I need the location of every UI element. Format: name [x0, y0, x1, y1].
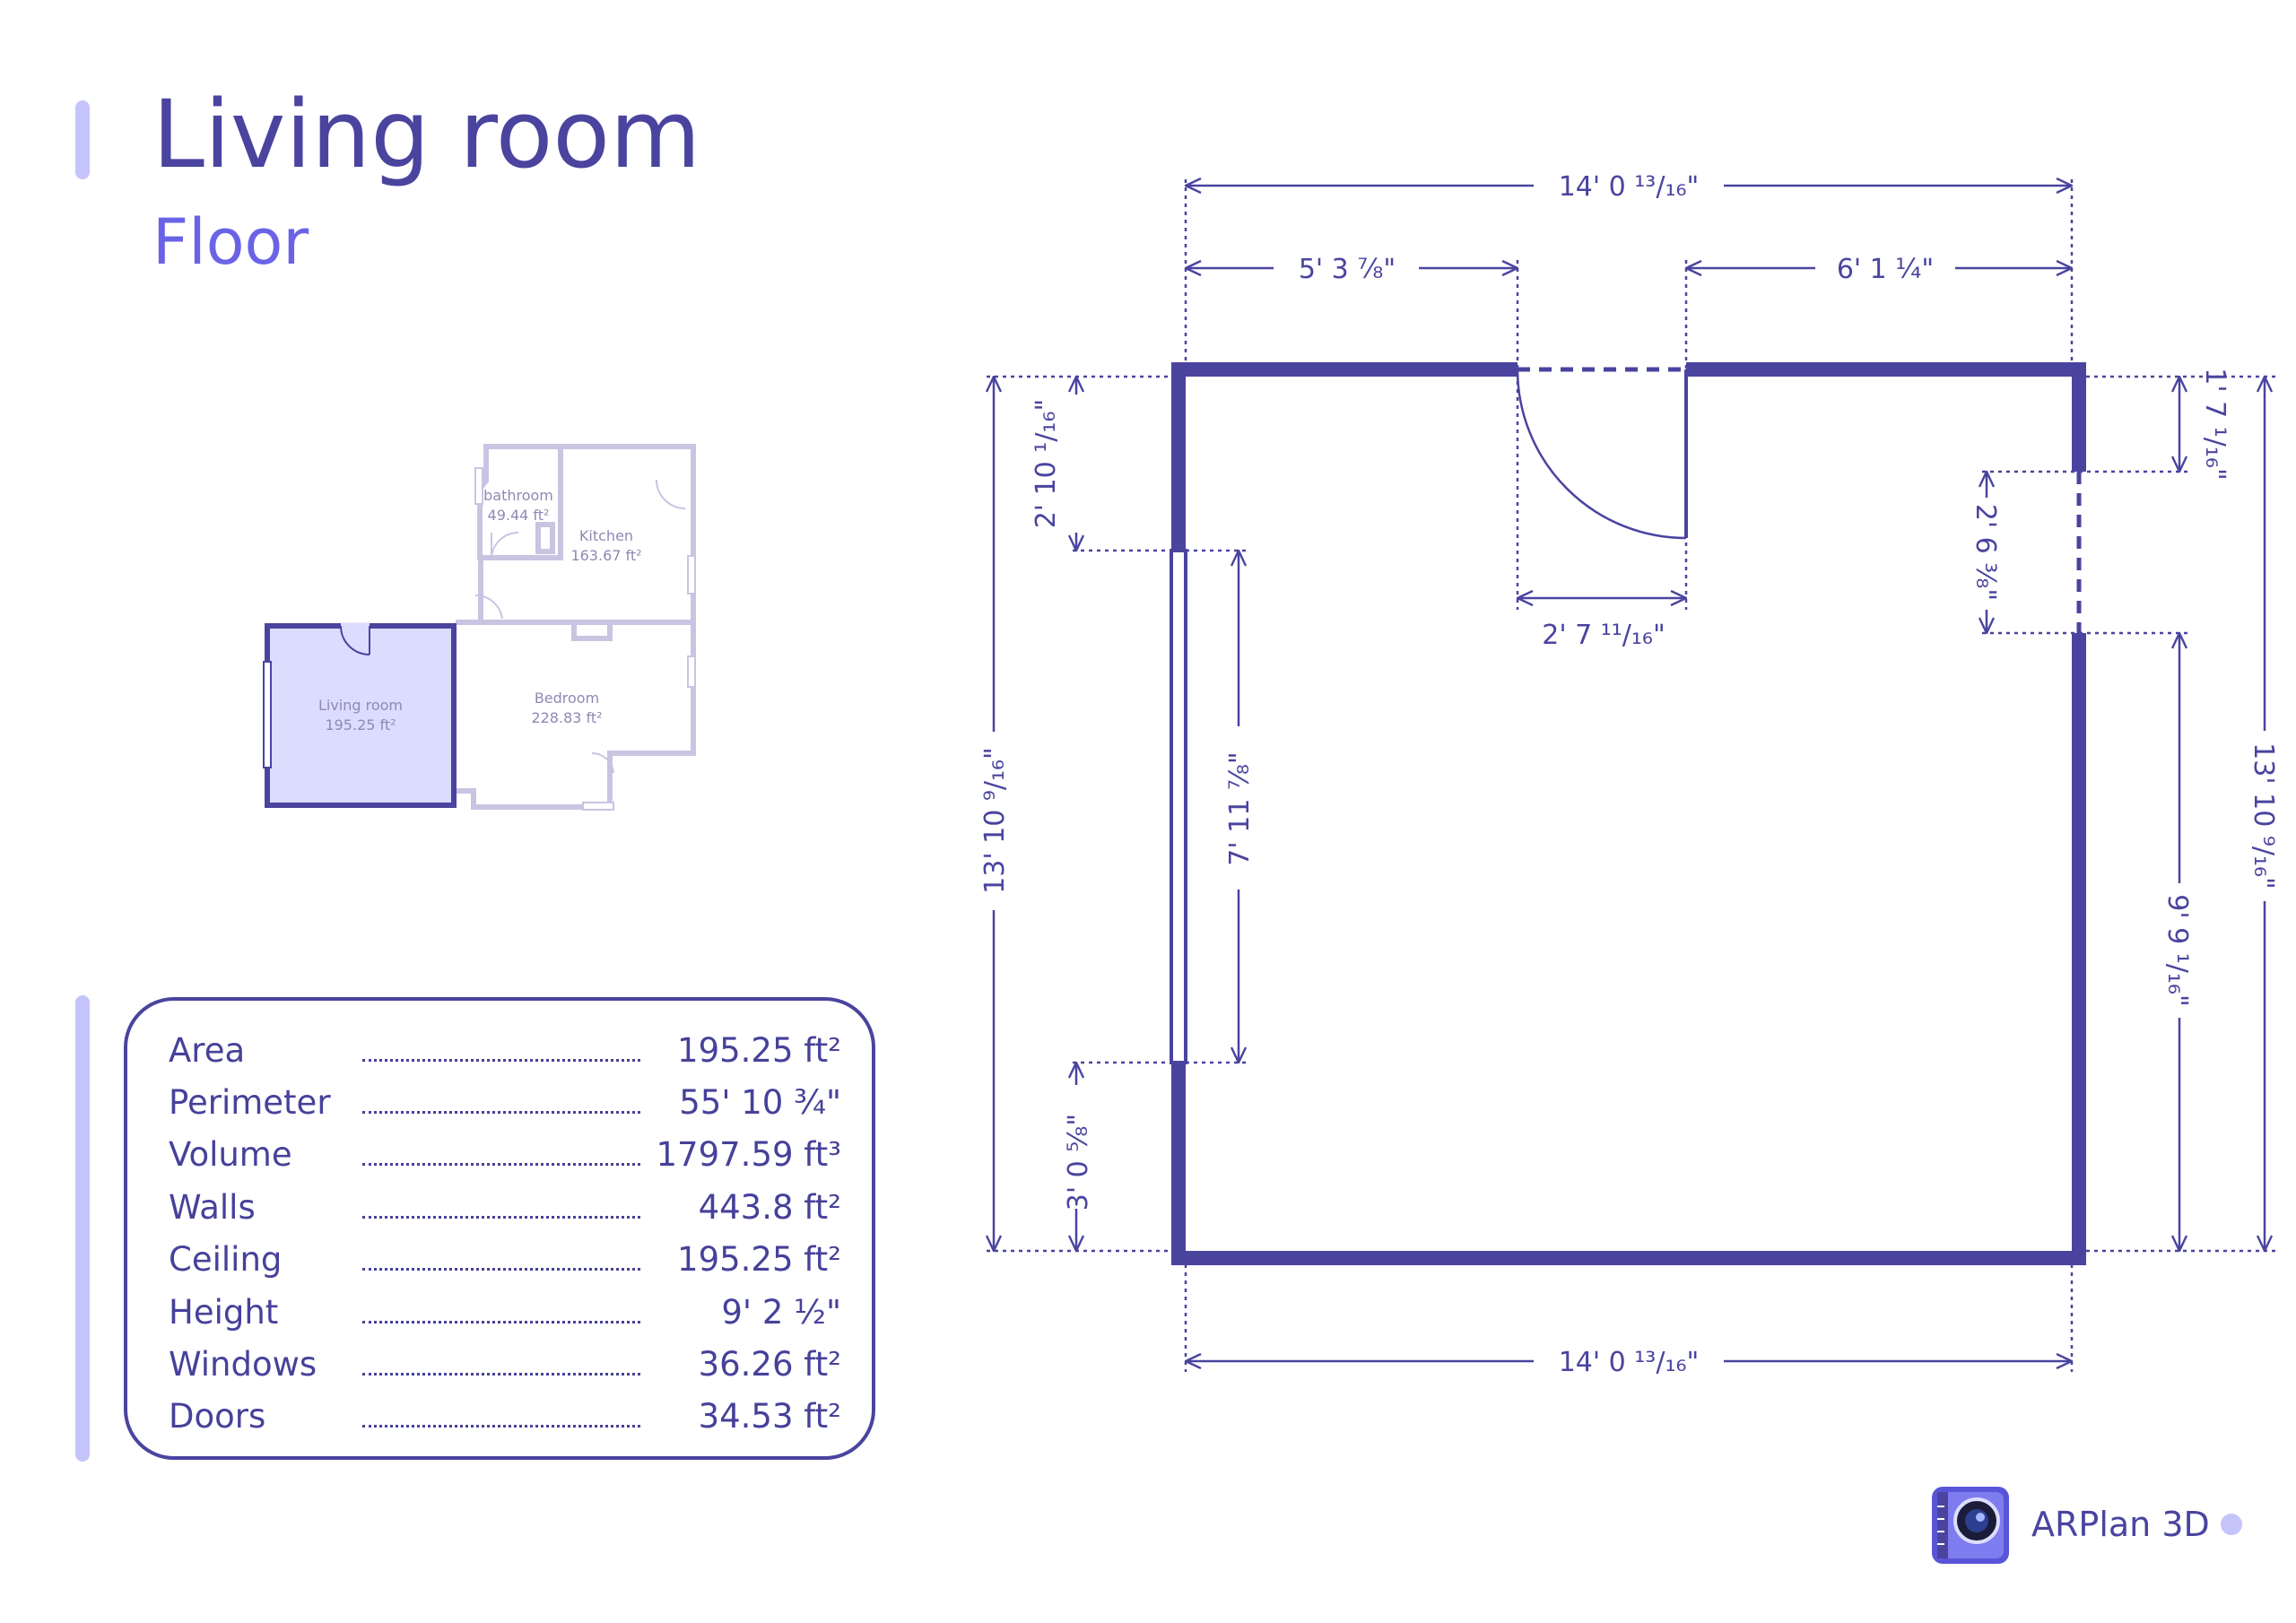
- stat-row-walls: Walls 443.8 ft²: [169, 1181, 841, 1233]
- stat-label: Windows: [169, 1345, 317, 1384]
- page-title: Living room: [152, 80, 701, 189]
- wall: [1171, 362, 1518, 551]
- dimension-label-right-opening: 2' 6 ⅜": [1970, 504, 2001, 601]
- stat-label: Volume: [169, 1135, 292, 1175]
- overview-floorplan: bathroom 49.44 ft² Kitchen 163.67 ft² Li…: [263, 444, 696, 811]
- stat-value: 36.26 ft²: [698, 1345, 841, 1384]
- dimension-label-window-height: 7' 11 ⅞": [1224, 751, 1256, 865]
- overview-room-area: 228.83 ft²: [531, 709, 602, 726]
- stat-leader-dots: [362, 1215, 640, 1219]
- stat-label: Height: [169, 1292, 279, 1332]
- overview-room-area: 195.25 ft²: [325, 716, 396, 733]
- stat-label: Area: [169, 1030, 246, 1070]
- dimension-label-left-top: 2' 10 ¹/₁₆": [1031, 399, 1062, 529]
- stat-label: Perimeter: [169, 1083, 331, 1123]
- dimension-label-right-total: 13' 10 ⁹/₁₆": [2248, 742, 2279, 890]
- dimension-label-left-bottom: 3' 0 ⅝": [1063, 1114, 1094, 1211]
- overview-room-name: bathroom: [483, 487, 553, 504]
- dimension-label-top-left: 5' 3 ⅞": [1299, 254, 1396, 285]
- stat-leader-dots: [362, 1058, 640, 1062]
- stat-value: 195.25 ft²: [677, 1240, 841, 1280]
- wall: [1686, 362, 2086, 472]
- dimension-label-top-right: 6' 1 ¼": [1837, 254, 1934, 285]
- stat-leader-dots: [362, 1425, 640, 1428]
- stat-label: Doors: [169, 1397, 266, 1436]
- dimension-label-right-top: 1' 7 ¹/₁₆": [2199, 368, 2231, 480]
- overview-room-area: 49.44 ft²: [488, 507, 550, 524]
- window: [1170, 549, 1187, 1064]
- room-dimension-drawing: 14' 0 ¹³/₁₆" 5' 3 ⅞" 6' 1 ¼" 2' 7 ¹¹/₁₆"…: [979, 171, 2279, 1378]
- overview-room-name: Bedroom: [535, 690, 599, 707]
- overview-room-area: 163.67 ft²: [570, 547, 641, 564]
- stat-row-perimeter: Perimeter 55' 10 ¾": [169, 1076, 841, 1128]
- stat-row-doors: Doors 34.53 ft²: [169, 1391, 841, 1443]
- dimension-lines: [994, 186, 2265, 1361]
- stat-leader-dots: [362, 1163, 640, 1167]
- stat-row-windows: Windows 36.26 ft²: [169, 1338, 841, 1390]
- stats-card: Area 195.25 ft² Perimeter 55' 10 ¾" Volu…: [124, 997, 875, 1460]
- door-swing-arc: [1516, 369, 1687, 540]
- stat-value: 9' 2 ½": [721, 1292, 841, 1332]
- stat-leader-dots: [362, 1111, 640, 1115]
- stat-label: Ceiling: [169, 1240, 283, 1280]
- stat-leader-dots: [362, 1320, 640, 1324]
- room-walls: [1171, 362, 2086, 1265]
- dimension-label-top-total: 14' 0 ¹³/₁₆": [1559, 171, 1700, 203]
- title-accent-bar: [75, 100, 90, 179]
- stat-value: 443.8 ft²: [698, 1187, 841, 1227]
- overview-room-name: Living room: [318, 697, 403, 714]
- stat-value: 1797.59 ft³: [656, 1135, 841, 1175]
- app-name: ARPlan 3D: [2031, 1505, 2210, 1544]
- stat-row-ceiling: Ceiling 195.25 ft²: [169, 1234, 841, 1286]
- brand-dot: [2221, 1514, 2242, 1535]
- overview-room-name: Kitchen: [579, 527, 633, 544]
- stat-label: Walls: [169, 1187, 256, 1227]
- stats-accent-bar: [75, 995, 90, 1462]
- stat-value: 55' 10 ¾": [679, 1083, 841, 1123]
- brand-footer: ARPlan 3D: [1930, 1485, 2271, 1566]
- stat-value: 34.53 ft²: [698, 1397, 841, 1436]
- stat-value: 195.25 ft²: [677, 1030, 841, 1070]
- page-subtitle: Floor: [152, 205, 309, 279]
- dimension-label-door-width: 2' 7 ¹¹/₁₆": [1542, 620, 1665, 651]
- stat-row-volume: Volume 1797.59 ft³: [169, 1129, 841, 1181]
- living-room-highlight: [265, 623, 457, 808]
- stat-leader-dots: [362, 1268, 640, 1271]
- bedroom-outline: [456, 620, 696, 810]
- stat-row-height: Height 9' 2 ½": [169, 1286, 841, 1338]
- dimension-label-bottom-total: 14' 0 ¹³/₁₆": [1559, 1347, 1700, 1378]
- stat-leader-dots: [362, 1373, 640, 1376]
- arplan-camera-icon: [1932, 1487, 2009, 1564]
- dimension-label-right-bottom: 9' 9 ¹/₁₆": [2161, 894, 2193, 1006]
- stat-row-area: Area 195.25 ft²: [169, 1024, 841, 1076]
- dimension-label-left-total: 13' 10 ⁹/₁₆": [979, 747, 1011, 894]
- wall: [1171, 633, 2086, 1265]
